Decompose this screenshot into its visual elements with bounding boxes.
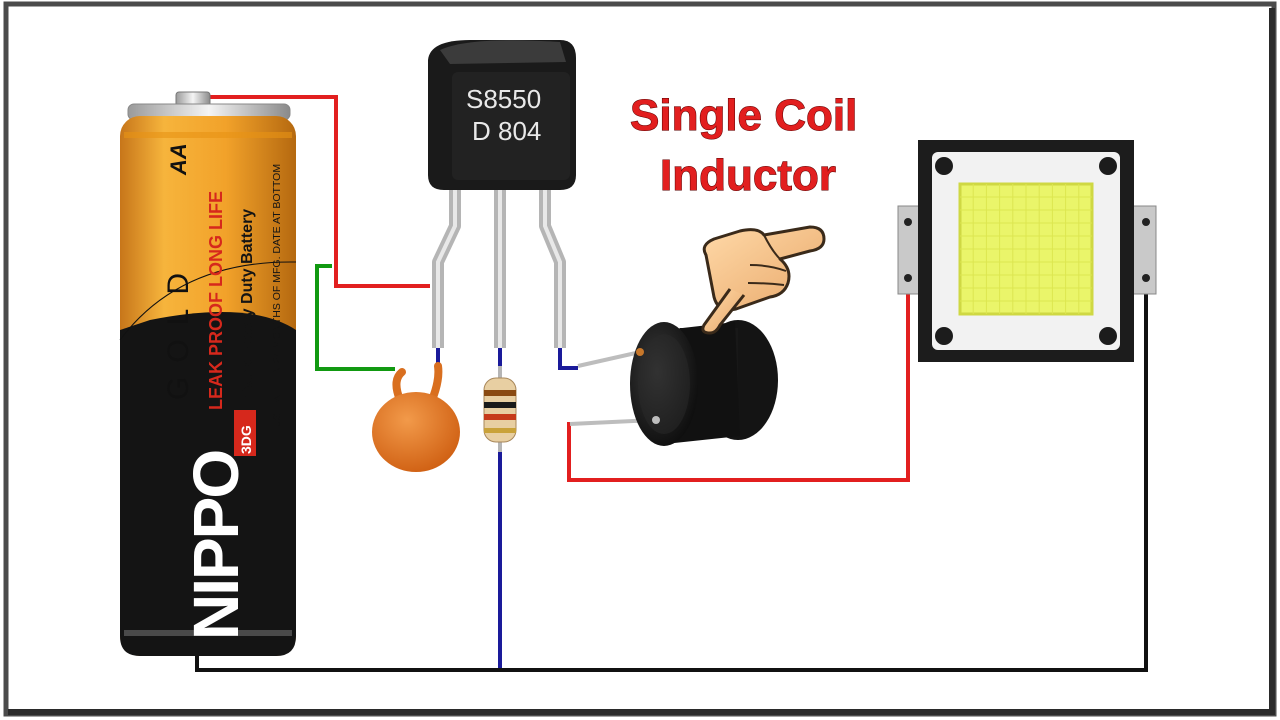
inductor [569, 320, 778, 446]
transistor-label-line1: S8550 [466, 84, 541, 114]
battery-line2: Extra Heavy Duty Battery [239, 209, 256, 400]
led-module [897, 140, 1157, 362]
wire-inductor-led [567, 248, 910, 482]
ceramic-capacitor [372, 362, 460, 472]
resistor [483, 366, 517, 452]
wire-blue-right [558, 348, 578, 370]
battery-line1: LEAK PROOF LONG LIFE [206, 191, 226, 410]
battery-code: 3DG [238, 425, 254, 454]
wire-positive [200, 95, 430, 288]
wires [195, 95, 1148, 672]
battery-size: AA [166, 143, 191, 176]
transistor-label-line2: D 804 [472, 116, 541, 146]
battery: GOLD AA LEAK PROOF LONG LIFE Extra Heavy… [119, 91, 297, 656]
diagram-title: Single Coil Inductor [630, 91, 858, 201]
title-line2: Inductor [660, 151, 836, 200]
battery-line3: USE WITHIN 24 MONTHS OF MFG. DATE AT BOT… [271, 164, 283, 428]
title-line1: Single Coil [630, 91, 857, 140]
battery-brand: NIPPO [180, 451, 252, 640]
battery-grade: GOLD [162, 259, 195, 400]
pointing-hand-icon [701, 225, 826, 335]
wire-ground [195, 248, 1148, 672]
transistor: S8550 D 804 [428, 40, 576, 348]
wire-base-loop [315, 264, 395, 371]
